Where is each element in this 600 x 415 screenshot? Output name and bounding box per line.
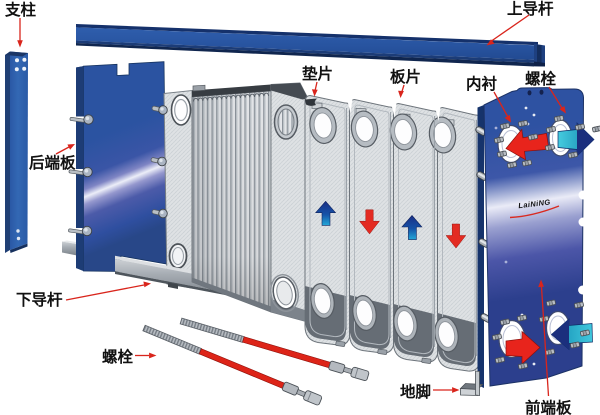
svg-text:螺栓: 螺栓 (102, 347, 134, 366)
svg-text:垫片: 垫片 (302, 64, 333, 83)
svg-text:螺栓: 螺栓 (525, 69, 557, 88)
svg-text:板片: 板片 (390, 67, 421, 86)
svg-text:LaiNiNG: LaiNiNG (518, 197, 551, 210)
svg-text:上导杆: 上导杆 (507, 0, 554, 18)
svg-text:支柱: 支柱 (4, 0, 37, 19)
svg-text:下导杆: 下导杆 (16, 290, 63, 309)
svg-text:后端板: 后端板 (29, 153, 76, 172)
svg-text:前端板: 前端板 (525, 398, 572, 415)
svg-text:内衬: 内衬 (466, 74, 498, 93)
svg-text:地脚: 地脚 (400, 382, 431, 401)
